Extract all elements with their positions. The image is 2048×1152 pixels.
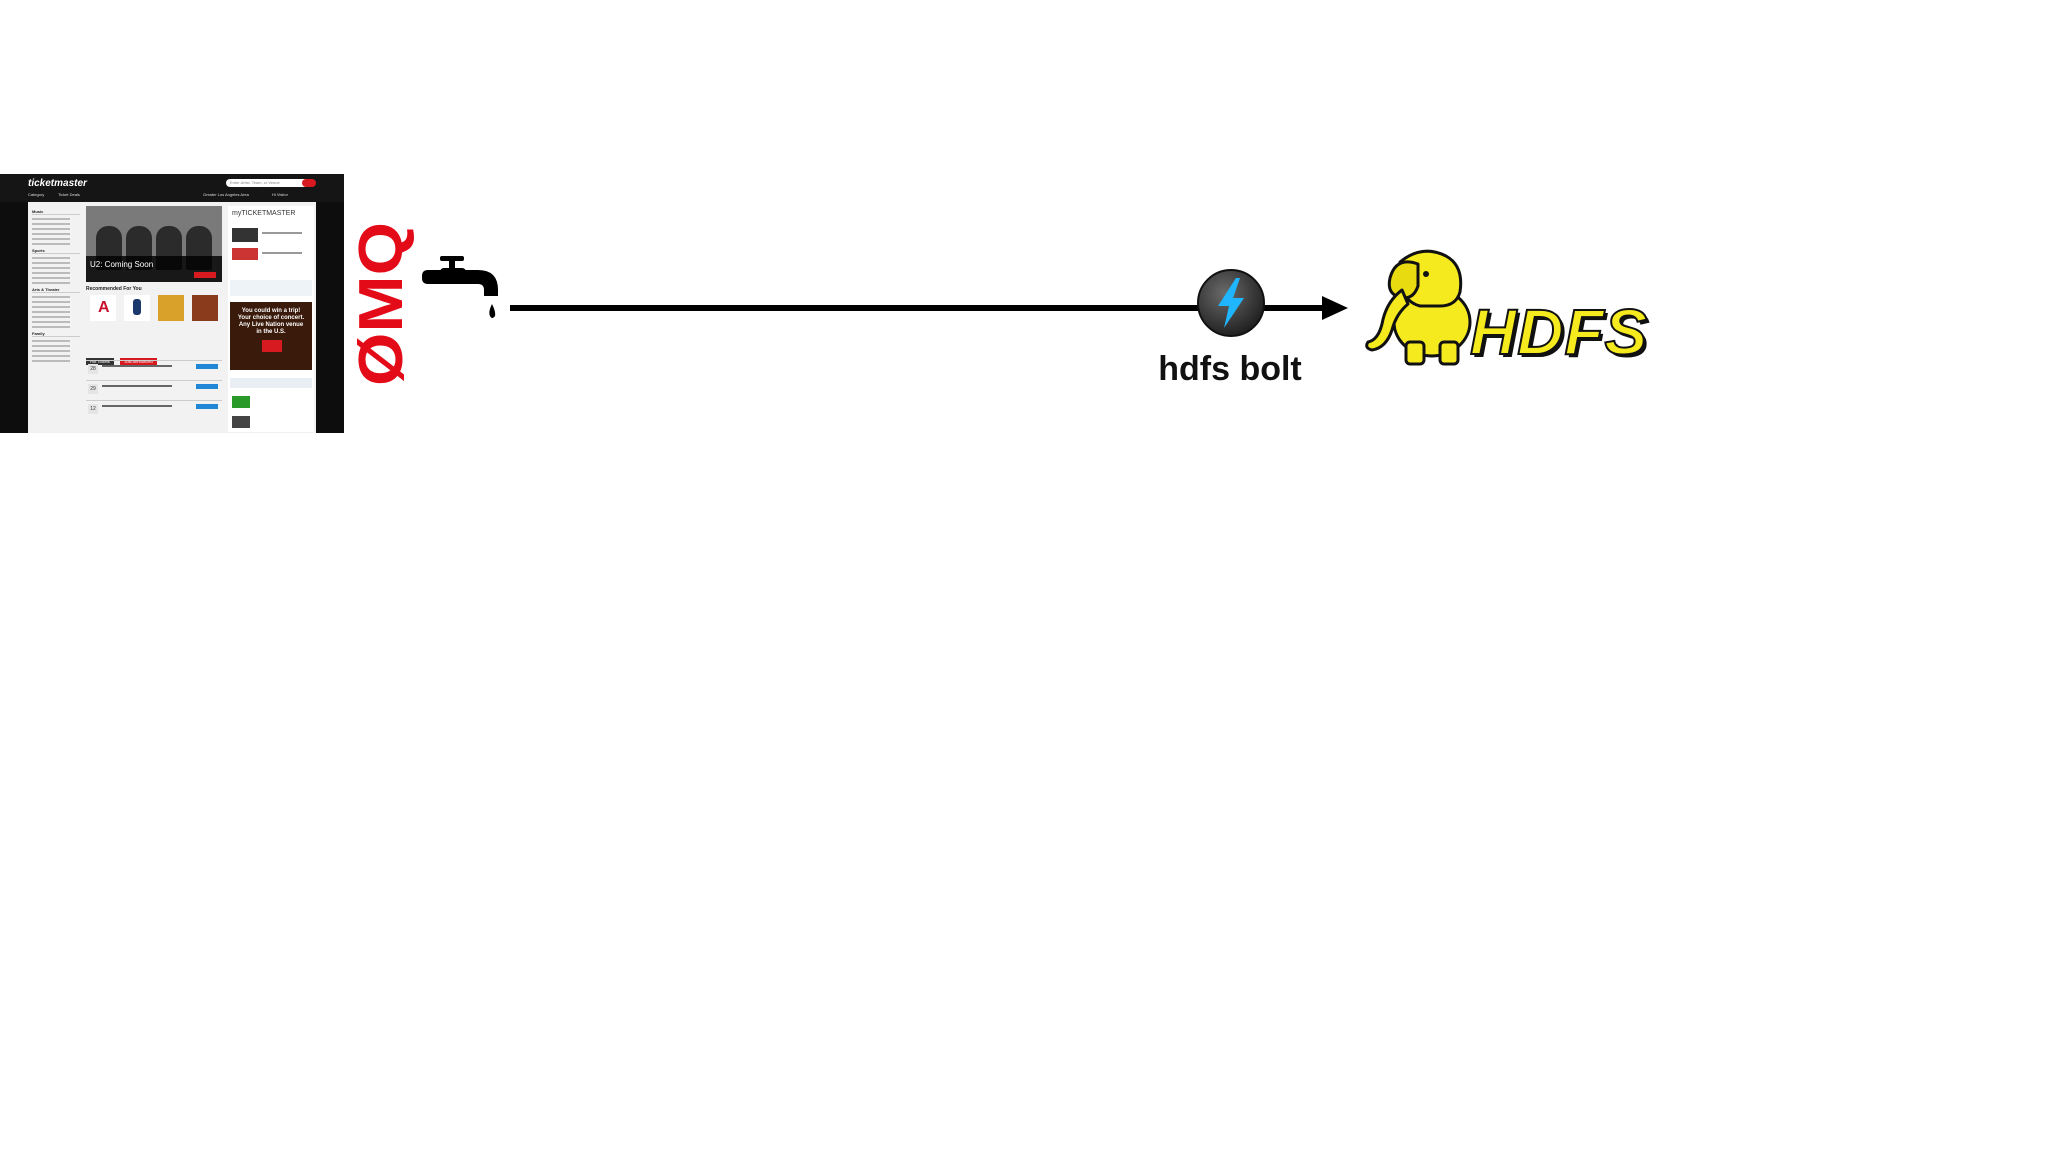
tm-tabs: Hot Tickets Just Announced	[86, 350, 159, 368]
tm-ad-banner: You could win a trip! Your choice of con…	[230, 302, 312, 370]
tm-section-arts: Arts & Theater	[32, 287, 80, 293]
tm-my-ticketmaster: myTICKETMASTER	[232, 210, 296, 217]
ticketmaster-screenshot: ticketmaster Enter Artist, Team, or Venu…	[0, 174, 344, 433]
tm-event-row: 29	[86, 380, 222, 397]
faucet-spout-icon	[422, 256, 498, 318]
tm-logo: ticketmaster	[28, 178, 87, 189]
zeromq-logo-text: ØMQ	[356, 222, 416, 386]
hadoop-elephant-icon	[1365, 249, 1472, 366]
tm-event-date: 29	[88, 384, 98, 394]
tm-ad-text: You could win a trip! Your choice of con…	[237, 308, 305, 335]
tm-event-row: 12	[86, 400, 222, 417]
tm-page: Music Sports Arts & Theater Family U2: C…	[28, 202, 316, 433]
tm-search-input: Enter Artist, Team, or Venue	[226, 179, 310, 187]
tm-section-family: Family	[32, 331, 80, 337]
tm-tab-announced: Just Announced	[120, 358, 157, 365]
hdfs-label: HDFS	[1469, 296, 1649, 368]
tm-tab-hot: Hot Tickets	[86, 358, 114, 365]
tm-nav-location: Greater Los Angeles Area	[203, 192, 249, 197]
tm-right-column: myTICKETMASTER You could win a trip! You…	[228, 206, 314, 432]
tm-section-sports: Sports	[32, 248, 80, 254]
tm-hero-title: U2: Coming Soon	[90, 260, 154, 269]
tm-event-date: 12	[88, 404, 98, 414]
tm-recommended-tiles: A	[86, 295, 222, 327]
storm-bolt-icon	[1197, 269, 1265, 337]
flow-arrow	[510, 296, 1348, 320]
tm-recommended-heading: Recommended For You	[86, 286, 142, 292]
tm-nav-category: Category	[28, 192, 45, 197]
tm-event-date: 28	[88, 364, 98, 374]
tm-left-column: Music Sports Arts & Theater Family	[32, 206, 80, 432]
tm-hero-banner: U2: Coming Soon	[86, 206, 222, 282]
tm-nav-deals: Ticket Deals	[58, 192, 80, 197]
bolt-label: hdfs bolt	[1158, 350, 1302, 388]
tm-event-row: 28	[86, 360, 222, 377]
zeromq-logo: ØMQ	[356, 222, 416, 386]
tm-search-button	[302, 179, 316, 187]
tm-nav-user: Hi Visitor	[272, 192, 288, 197]
tm-top-bar	[0, 174, 344, 202]
tm-section-music: Music	[32, 209, 80, 215]
